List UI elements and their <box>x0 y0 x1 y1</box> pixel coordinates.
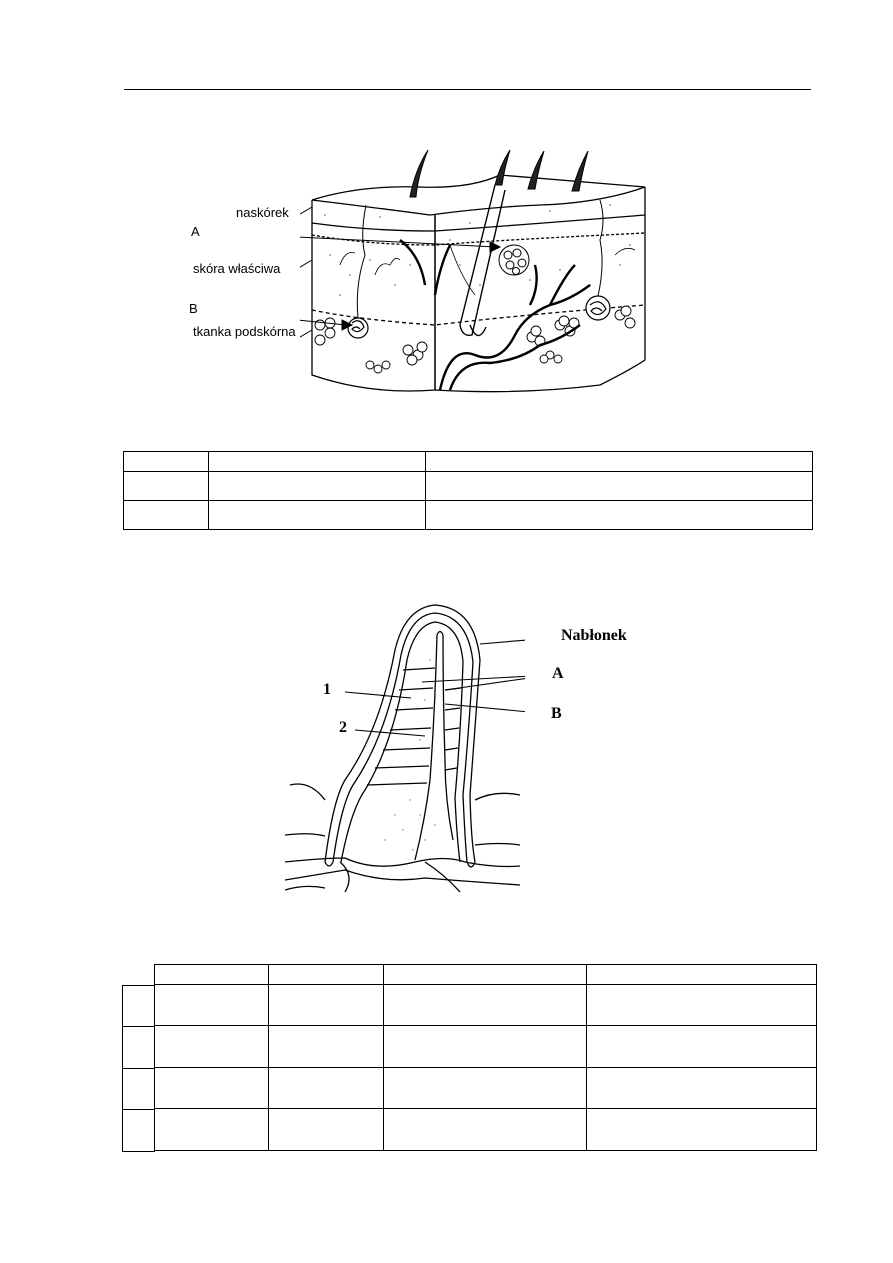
table-cell[interactable] <box>586 984 817 1026</box>
answer-table-1 <box>123 451 813 530</box>
table-row <box>122 985 155 1027</box>
table-cell[interactable] <box>123 471 209 501</box>
table-cell[interactable] <box>122 985 155 1027</box>
header-rule <box>124 89 811 90</box>
table-cell[interactable] <box>268 1108 384 1151</box>
table-row <box>122 1068 155 1110</box>
table-cell[interactable] <box>383 964 587 985</box>
label-naskorek: naskórek <box>236 205 289 220</box>
label-nablonek: Nabłonek <box>561 627 627 644</box>
table-cell[interactable] <box>425 451 813 472</box>
label-1: 1 <box>323 681 331 698</box>
table-cell[interactable] <box>154 984 269 1026</box>
table-row <box>123 451 813 472</box>
table-cell[interactable] <box>154 1108 269 1151</box>
table-cell[interactable] <box>268 984 384 1026</box>
answer-table-2 <box>154 964 817 1151</box>
table-cell[interactable] <box>383 984 587 1026</box>
answer-table-2-side <box>122 985 155 1152</box>
table-cell[interactable] <box>208 500 426 530</box>
table-row <box>122 1109 155 1152</box>
table-row <box>123 471 813 501</box>
table-cell[interactable] <box>268 1067 384 1109</box>
label-b: B <box>189 301 198 316</box>
table-cell[interactable] <box>122 1026 155 1069</box>
label-b2: B <box>551 705 562 722</box>
table-cell[interactable] <box>208 451 426 472</box>
table-cell[interactable] <box>154 1025 269 1068</box>
table-row <box>122 1026 155 1069</box>
table-cell[interactable] <box>383 1108 587 1151</box>
table-cell[interactable] <box>122 1109 155 1152</box>
table-cell[interactable] <box>154 1067 269 1109</box>
label-2: 2 <box>339 719 347 736</box>
table-row <box>154 1108 817 1151</box>
table-cell[interactable] <box>425 500 813 530</box>
villus-diagram <box>285 600 525 895</box>
table-cell[interactable] <box>425 471 813 501</box>
label-tkanka-podskorna: tkanka podskórna <box>193 324 296 339</box>
skin-diagram <box>300 145 650 400</box>
table-cell[interactable] <box>123 500 209 530</box>
label-a: A <box>191 224 200 239</box>
table-cell[interactable] <box>268 1025 384 1068</box>
table-row <box>154 1067 817 1109</box>
table-row <box>123 500 813 530</box>
table-cell[interactable] <box>586 964 817 985</box>
table-cell[interactable] <box>383 1025 587 1068</box>
table-cell[interactable] <box>586 1025 817 1068</box>
table-cell[interactable] <box>268 964 384 985</box>
table-cell[interactable] <box>586 1108 817 1151</box>
table-row <box>154 964 817 985</box>
table-cell[interactable] <box>383 1067 587 1109</box>
label-a2: A <box>552 665 564 682</box>
table-cell[interactable] <box>154 964 269 985</box>
table-cell[interactable] <box>122 1068 155 1110</box>
table-row <box>154 984 817 1026</box>
label-skora-wlasciwa: skóra właściwa <box>193 261 281 276</box>
table-cell[interactable] <box>123 451 209 472</box>
table-row <box>154 1025 817 1068</box>
skin-diagram-drawing <box>300 149 646 393</box>
table-cell[interactable] <box>208 471 426 501</box>
table-cell[interactable] <box>586 1067 817 1109</box>
villus-diagram-drawing <box>285 604 525 893</box>
